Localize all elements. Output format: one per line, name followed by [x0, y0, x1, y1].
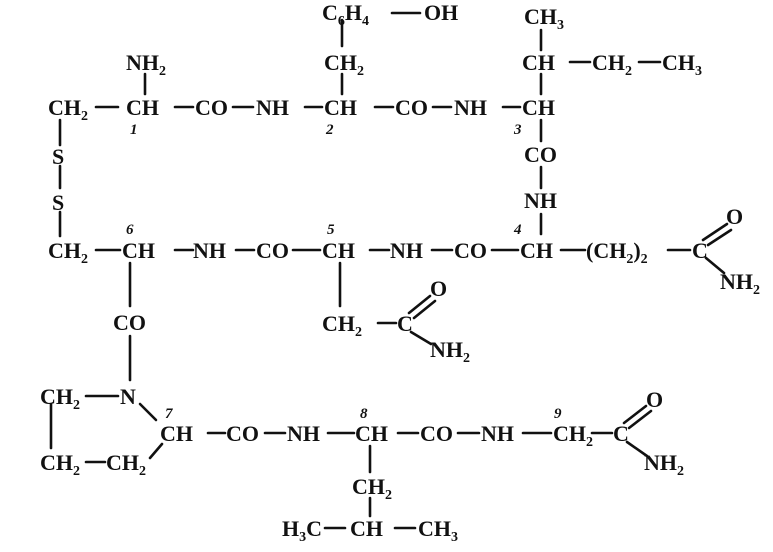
amide-nh2-label: NH2 [430, 337, 470, 366]
bond [412, 299, 437, 320]
methyl-label: H3C [282, 516, 322, 545]
methylene-label: CH2 [592, 50, 632, 79]
residue-number: 9 [554, 406, 562, 422]
residue-number: 1 [130, 122, 138, 138]
hydroxyl-label: OH [424, 0, 458, 25]
alpha-carbon-label: CH [520, 238, 553, 263]
methyl-label: CH3 [524, 4, 564, 33]
bond [138, 402, 158, 422]
amide-nh-label: NH [481, 421, 514, 446]
beta-carbon-label: CH [522, 50, 555, 75]
carbonyl-label: CO [395, 95, 428, 120]
residue-8-leucine: 8 CH CO NH CH2 H3C CH CH3 [282, 406, 514, 545]
alpha-carbon-label: CH [160, 421, 193, 446]
carbonyl-label: CO [256, 238, 289, 263]
residue-number: 4 [513, 222, 522, 238]
residue-number: 5 [327, 222, 335, 238]
residue-3-isoleucine: CH3 CH CH2 CH3 CH 3 CO NH [513, 4, 702, 213]
carbonyl-carbon-label: C [613, 421, 629, 446]
bond [625, 440, 649, 458]
methylene-label: CH2 [352, 474, 392, 503]
bond [409, 330, 433, 346]
alpha-carbon-label: CH [122, 238, 155, 263]
alpha-carbon-label: CH [126, 95, 159, 120]
amide-nh-label: NH [524, 188, 557, 213]
amide-nh-label: NH [390, 238, 423, 263]
alpha-carbon-label: CH [324, 95, 357, 120]
bond [622, 404, 648, 425]
amide-nh-label: NH [454, 95, 487, 120]
residue-4-glutamine: 4 CH (CH2)2 C O NH2 [513, 204, 760, 298]
residue-6-cysteine: CH2 6 CH NH CO CO [48, 222, 289, 335]
residue-number: 8 [360, 406, 368, 422]
methyl-label: CH3 [418, 516, 458, 545]
bond [701, 222, 729, 242]
alpha-carbon-label: CH [322, 238, 355, 263]
methylene-label: CH2 [106, 450, 146, 479]
methylene-label: CH2 [48, 95, 88, 124]
gamma-carbon-label: CH [350, 516, 383, 541]
residue-number: 2 [325, 122, 334, 138]
carbonyl-label: CO [195, 95, 228, 120]
bond [148, 442, 164, 460]
sulfur-label: S [52, 190, 64, 215]
bond [627, 409, 653, 430]
bond [704, 256, 726, 275]
residue-7-proline: CH2 N CH2 CH2 7 CH CO NH [40, 384, 320, 479]
carbonyl-down-label: CO [113, 310, 146, 335]
disulfide-bridge: S S [52, 144, 64, 215]
terminal-methyl-label: CH3 [662, 50, 702, 79]
residue-1-cysteine: NH2 CH2 CH CO NH 1 [48, 50, 289, 138]
phenol-ring-label: C6H4 [322, 0, 369, 29]
amide-nh-label: NH [287, 421, 320, 446]
methylene-label: CH2 [322, 311, 362, 340]
bond-lines [49, 11, 733, 530]
carbonyl-carbon-label: C [397, 311, 413, 336]
alpha-carbon-label: CH [522, 95, 555, 120]
amide-nh-label: NH [193, 238, 226, 263]
methylene-label: CH2 [40, 450, 80, 479]
alpha-carbon-label: CH [355, 421, 388, 446]
oxygen-label: O [430, 276, 447, 301]
residue-2-tyrosine: C6H4 OH CH2 CH CO NH 2 [322, 0, 487, 138]
bond [706, 228, 733, 247]
polymethylene-label: (CH2)2 [586, 238, 648, 267]
amide-nh-label: NH [256, 95, 289, 120]
carbonyl-carbon-label: C [692, 238, 708, 263]
methylene-label: CH2 [324, 50, 364, 79]
methylene-label: CH2 [48, 238, 88, 267]
methylene-label: CH2 [553, 421, 593, 450]
amino-group-label: NH2 [126, 50, 166, 79]
residue-number: 7 [165, 406, 173, 422]
residue-9-glycinamide: 9 CH2 C O NH2 [553, 387, 684, 479]
ring-nitrogen-label: N [120, 384, 136, 409]
methylene-label: CH2 [40, 384, 80, 413]
bond [407, 294, 432, 315]
oxygen-label: O [646, 387, 663, 412]
residue-number: 3 [513, 122, 522, 138]
amide-nh2-label: NH2 [720, 269, 760, 298]
residue-number: 6 [126, 222, 134, 238]
carbonyl-label: CO [226, 421, 259, 446]
oxygen-label: O [726, 204, 743, 229]
carbonyl-label: CO [524, 142, 557, 167]
carbonyl-label: CO [420, 421, 453, 446]
sulfur-label: S [52, 144, 64, 169]
residue-5-asparagine: 5 CH NH CO CH2 C O NH2 [322, 222, 487, 366]
carbonyl-label: CO [454, 238, 487, 263]
amide-nh2-label: NH2 [644, 450, 684, 479]
